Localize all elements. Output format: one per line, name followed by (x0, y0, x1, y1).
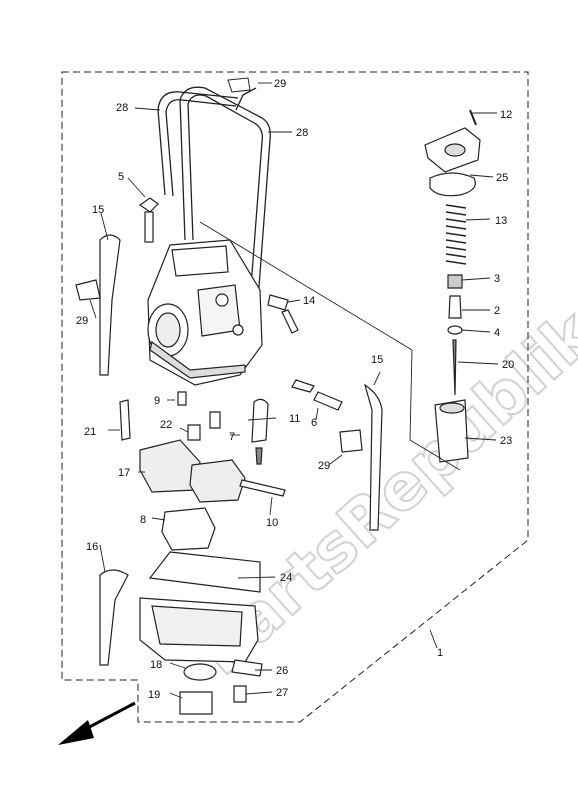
callout-16: 16 (86, 541, 98, 553)
callout-28a: 28 (116, 102, 128, 114)
callout-25: 25 (496, 172, 508, 184)
callout-1: 1 (437, 647, 443, 659)
small-parts (75, 197, 383, 666)
float-bowl (139, 551, 263, 715)
callout-18: 18 (150, 659, 162, 671)
callout-20: 20 (502, 359, 514, 371)
callout-24: 24 (280, 572, 292, 584)
front-direction-arrow (58, 701, 136, 745)
callout-29a: 29 (274, 78, 286, 90)
callout-labels: 1 2 3 4 5 6 7 8 9 10 11 12 13 14 15 15 1… (76, 78, 514, 701)
callout-4: 4 (494, 327, 500, 339)
leader-lines (89, 82, 499, 699)
hose-clip-29-top (227, 77, 251, 93)
callout-9: 9 (154, 395, 160, 407)
callout-23: 23 (500, 435, 512, 447)
callout-21: 21 (84, 426, 96, 438)
carburetor-body (147, 239, 263, 386)
spring-13 (445, 204, 467, 265)
callout-29b: 29 (76, 315, 88, 327)
assembly-boundary (61, 71, 529, 723)
callout-29c: 29 (318, 460, 330, 472)
callout-17: 17 (118, 467, 130, 479)
callout-5: 5 (118, 171, 124, 183)
callout-11: 11 (289, 413, 300, 425)
slide-assembly (424, 109, 481, 463)
callout-13: 13 (495, 215, 507, 227)
callout-8: 8 (140, 514, 146, 526)
callout-22: 22 (160, 419, 172, 431)
callout-26: 26 (276, 665, 288, 677)
callout-27: 27 (276, 687, 288, 699)
callout-2: 2 (494, 305, 500, 317)
callout-12: 12 (500, 109, 512, 121)
callout-10: 10 (266, 517, 278, 529)
callout-3: 3 (494, 273, 500, 285)
callout-14: 14 (303, 295, 315, 307)
callout-15a: 15 (92, 204, 104, 216)
callout-28b: 28 (296, 127, 308, 139)
callout-15b: 15 (371, 354, 383, 366)
callout-7: 7 (229, 431, 235, 443)
callout-19: 19 (148, 689, 160, 701)
callout-6: 6 (311, 417, 317, 429)
